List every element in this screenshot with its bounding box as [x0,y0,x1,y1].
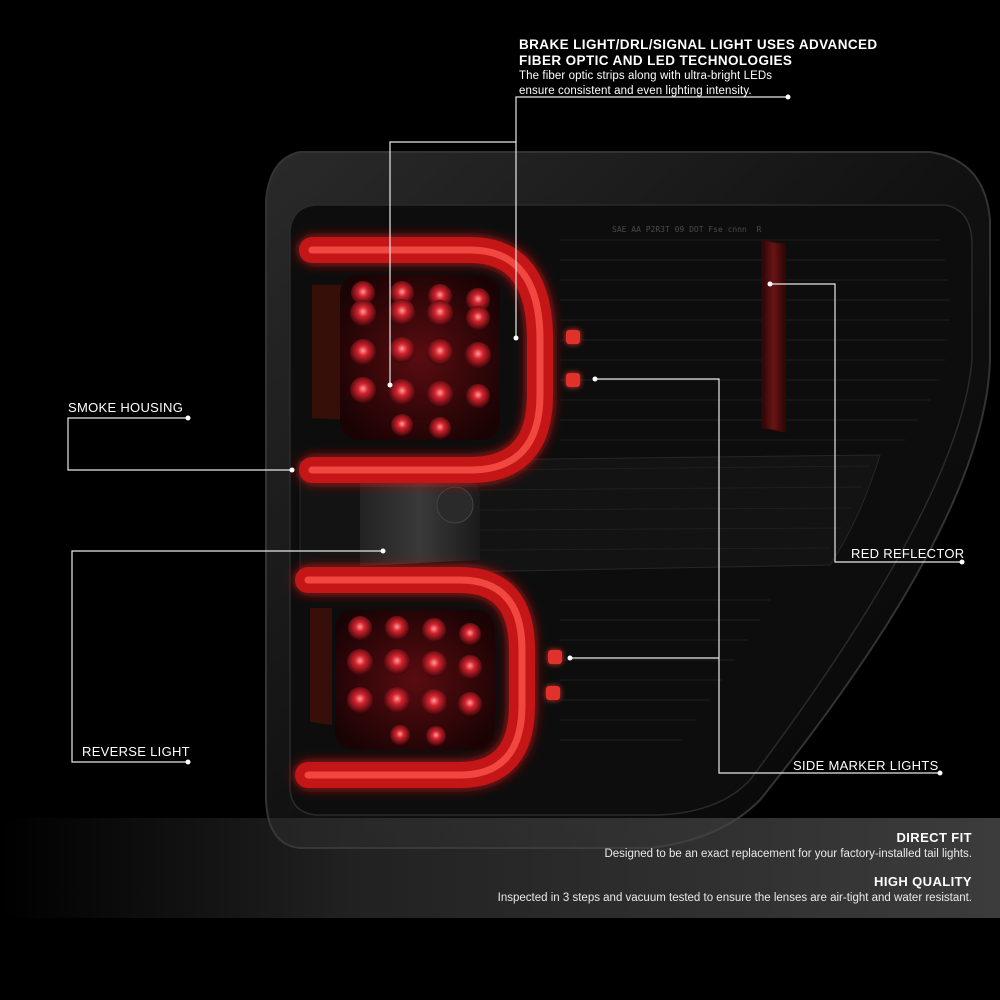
side-marker-leds [546,330,580,700]
red-reflector [761,239,786,433]
feature-title-direct-fit: DIRECT FIT [896,830,972,845]
features-banner: DIRECT FIT Designed to be an exact repla… [0,818,1000,918]
headline-line-3: The fiber optic strips along with ultra-… [519,70,773,82]
reverse-light-label: REVERSE LIGHT [82,744,190,759]
upper-led-array [350,281,491,439]
lens-ribbing [560,239,950,741]
callout-leader-lines [67,96,962,774]
callout-dots [185,94,965,776]
left-reflector-upper [312,285,345,420]
middle-band-ribs [479,465,871,551]
headline-callout: BRAKE LIGHT/DRL/SIGNAL LIGHT USES ADVANC… [519,37,878,99]
side-marker-lights-label: SIDE MARKER LIGHTS [793,758,939,773]
red-reflector-label: RED REFLECTOR [851,546,965,561]
feature-title-high-quality: HIGH QUALITY [874,874,972,889]
headline-line-4: ensure consistent and even lighting inte… [519,85,752,97]
headline-line-2: FIBER OPTIC AND LED TECHNOLOGIES [519,53,793,68]
headline-line-1: BRAKE LIGHT/DRL/SIGNAL LIGHT USES ADVANC… [519,37,878,52]
feature-desc-direct-fit: Designed to be an exact replacement for … [604,848,972,860]
lower-led-cavity [335,610,495,750]
upper-fiber-optic-core [308,246,544,474]
lens-marking: SAE AA P2R3T 09 DOT Fse cnnn R [612,225,761,234]
upper-led-cavity [340,275,500,440]
feature-desc-high-quality: Inspected in 3 steps and vacuum tested t… [497,892,972,904]
reverse-bulb [436,486,474,524]
smoke-housing-label: SMOKE HOUSING [68,400,184,415]
lower-led-array [347,616,482,746]
lower-fiber-optic-core [304,576,526,779]
left-reflector-lower [310,608,332,725]
